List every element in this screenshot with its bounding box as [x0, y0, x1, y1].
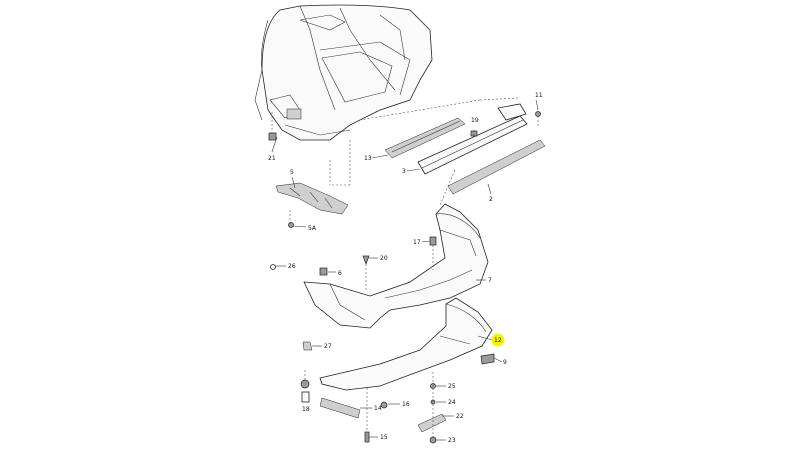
callout-22: 22 — [456, 413, 464, 420]
callout-20: 20 — [380, 255, 388, 262]
callout-19: 19 — [471, 117, 479, 124]
callout-13: 13 — [364, 155, 372, 162]
assembly-lines — [289, 97, 539, 438]
callout-26: 26 — [288, 263, 296, 270]
callout-21: 21 — [268, 155, 276, 162]
callout-5: 5 — [290, 169, 294, 176]
callout-14: 14 — [374, 405, 382, 412]
callout-16: 16 — [402, 401, 410, 408]
bumper-cover-7 — [303, 203, 489, 329]
callout-3: 3 — [402, 168, 406, 175]
callout-25: 25 — [448, 383, 456, 390]
trim-strip-2 — [447, 139, 546, 195]
bracket-5 — [275, 182, 349, 215]
impact-bar-13 — [384, 117, 466, 159]
callout-9: 9 — [503, 359, 507, 366]
callout-23: 23 — [448, 437, 456, 444]
callout-highlight — [491, 333, 505, 347]
callout-6: 6 — [338, 270, 342, 277]
callout-15: 15 — [380, 434, 388, 441]
callout-12: 12 — [494, 337, 502, 344]
bumper-carrier-3 — [417, 103, 528, 175]
callout-labels: 11 19 13 3 21 5 2 5A 17 20 26 6 7 12 27 … — [268, 92, 543, 444]
callout-11: 11 — [535, 92, 543, 99]
callout-24: 24 — [448, 399, 456, 406]
callout-27: 27 — [324, 343, 332, 350]
leader-lines — [271, 99, 539, 441]
callout-7: 7 — [488, 277, 492, 284]
callout-17: 17 — [413, 239, 421, 246]
callout-5A: 5A — [308, 225, 317, 232]
callout-2: 2 — [489, 196, 493, 203]
diffuser-12 — [319, 297, 493, 391]
car-body-rear — [254, 4, 433, 141]
callout-18: 18 — [302, 406, 310, 413]
